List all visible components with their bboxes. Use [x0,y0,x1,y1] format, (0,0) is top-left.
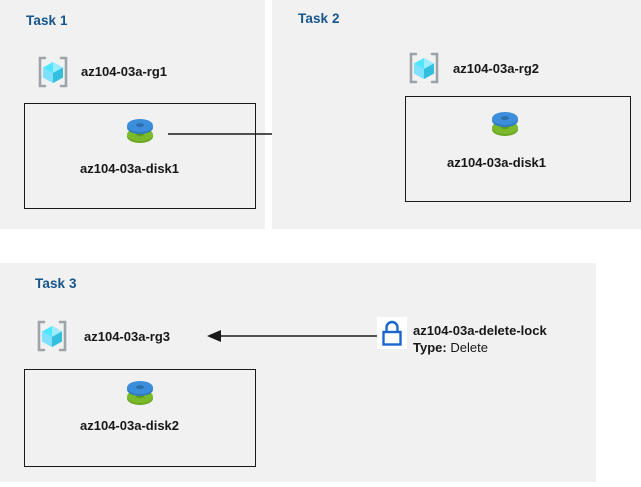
resource-label-task3: az104-03a-disk2 [80,418,180,433]
resource-group-icon [407,52,441,84]
resource-container-task2 [405,96,631,202]
managed-disk-icon [122,376,158,412]
lock-type-key: Type: [413,340,447,355]
resource-group-icon [36,56,70,88]
resource-group-icon [35,320,69,352]
resource-group-label-task3: az104-03a-rg3 [84,329,170,344]
task-title-task2: Task 2 [298,11,340,26]
resource-group-label-task2: az104-03a-rg2 [453,61,539,76]
lock-icon [377,317,407,349]
managed-disk-icon [122,114,158,150]
task-title-task3: Task 3 [35,276,77,291]
lock-type-label: Type: Delete [413,340,488,355]
lock-type-value: Delete [450,340,488,355]
resource-label-task2: az104-03a-disk1 [447,155,547,170]
resource-label-task1: az104-03a-disk1 [80,161,180,176]
managed-disk-icon [487,107,523,143]
task-title-task1: Task 1 [26,13,68,28]
resource-group-label-task1: az104-03a-rg1 [81,64,167,79]
lock-name-label: az104-03a-delete-lock [413,323,547,338]
